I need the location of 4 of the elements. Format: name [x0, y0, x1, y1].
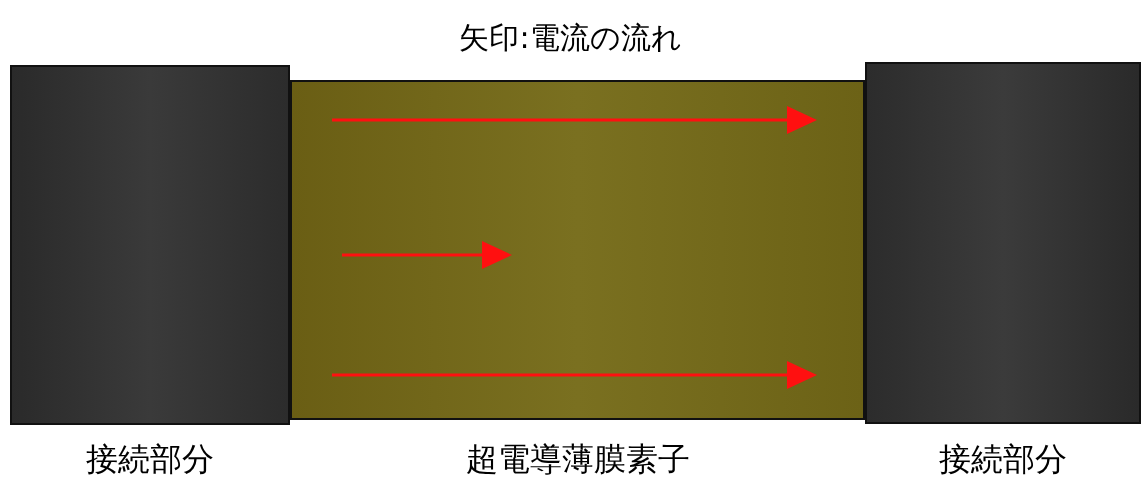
title: 矢印:電流の流れ [459, 19, 682, 57]
part-label: 接続部分 [939, 439, 1067, 480]
part-label: 超電導薄膜素子 [465, 439, 690, 480]
part-label: 接続部分 [86, 439, 214, 480]
